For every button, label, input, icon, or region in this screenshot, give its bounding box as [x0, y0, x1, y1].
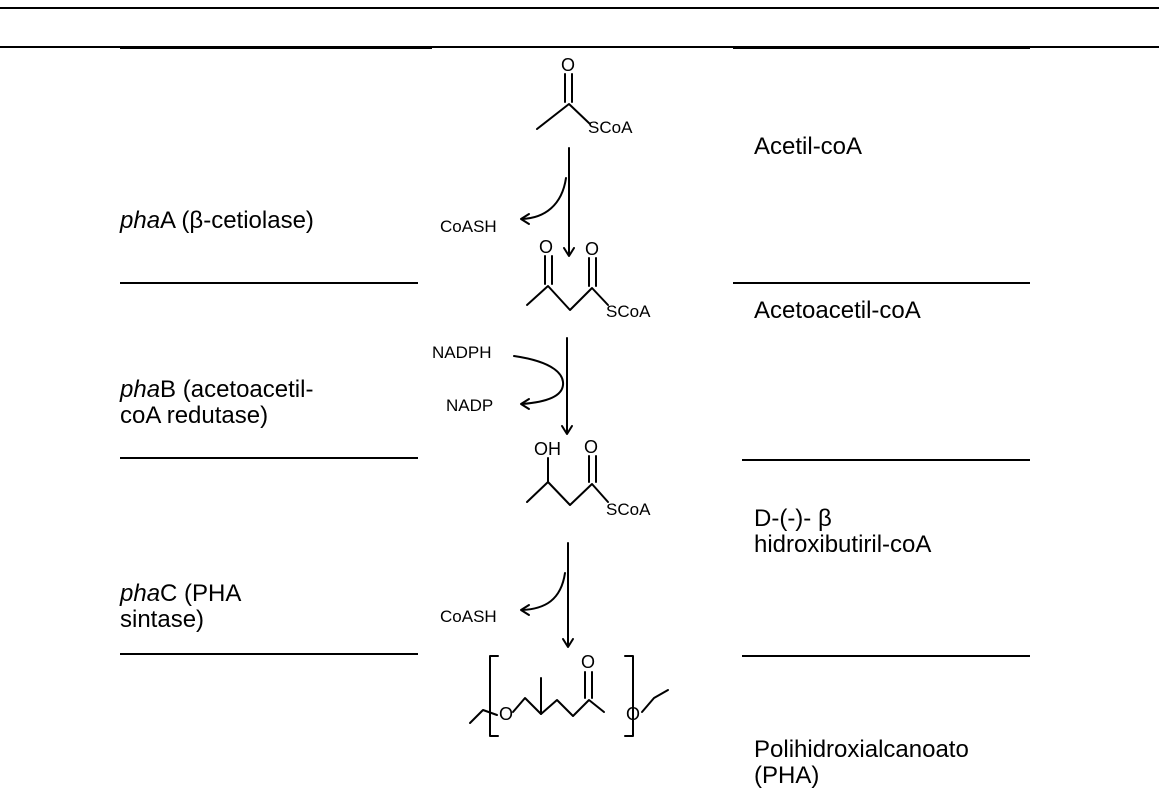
atom-o-1: O [561, 55, 575, 75]
arrow-2-head [561, 425, 573, 435]
atom-o-4: O [584, 437, 598, 457]
arrow-3-side-curve [521, 572, 566, 611]
atom-o-pha-carbonyl: O [581, 652, 595, 672]
compound-pha: Polihidroxialcanoato (PHA) [754, 736, 969, 789]
label-scoa-3: SCoA [606, 500, 651, 519]
atom-o-2: O [539, 237, 553, 257]
compound-acetil-coa: Acetil-coA [754, 133, 863, 160]
arrow-1-head [563, 247, 575, 257]
arrow-step-3: CoASH [440, 542, 574, 648]
structure-hidroxibutiril-coa: OH O SCoA [526, 437, 651, 519]
cofactor-nadp: NADP [446, 396, 493, 415]
enzyme-pha-c-gene: pha [120, 580, 161, 607]
atom-o-pha-left: O [499, 704, 513, 724]
enzyme-pha-c-label: C (PHA sintase) [120, 580, 242, 633]
bond-acetil-chain [536, 103, 591, 130]
arrow-1-side-curve [521, 177, 567, 220]
structure-acetoacetil-coa: O O SCoA [526, 237, 651, 321]
compound-hidroxibutiril-coa: D-(-)- β hidroxibutiril-coA [754, 505, 932, 558]
enzyme-pha-b-label: B (acetoacetil- coA redutase) [120, 376, 314, 429]
cofactor-coash-1: CoASH [440, 217, 497, 236]
bracket-left [489, 655, 499, 737]
enzyme-pha-b-gene: pha [120, 376, 161, 403]
arrow-2-side-head [520, 398, 530, 410]
compound-acetoacetil-coa: Acetoacetil-coA [754, 297, 921, 324]
bond-acetoacetil-chain [526, 285, 609, 311]
atom-o-pha-right: O [626, 704, 640, 724]
arrow-1-side-head [520, 213, 530, 225]
label-scoa-1: SCoA [588, 118, 633, 137]
label-scoa-2: SCoA [606, 302, 651, 321]
atom-oh: OH [534, 439, 561, 459]
cofactor-coash-2: CoASH [440, 607, 497, 626]
bond-pha-backbone [512, 697, 605, 717]
arrow-3-side-head [520, 604, 530, 616]
bracket-right [624, 655, 634, 737]
arrow-2-side-curve [513, 355, 565, 405]
cofactor-nadph: NADPH [432, 343, 492, 362]
arrow-step-1: CoASH [440, 147, 575, 257]
enzyme-pha-a-gene: pha [120, 207, 161, 234]
arrow-3-head [562, 638, 574, 648]
bond-pha-right-chain [641, 689, 669, 713]
arrow-step-2: NADPH NADP [432, 337, 573, 435]
bond-pha-left-chain [469, 709, 498, 724]
structure-acetil-coa: O SCoA [536, 55, 633, 137]
structure-pha: O O O [469, 652, 669, 737]
enzyme-pha-a-label: A (β-cetiolase) [160, 207, 314, 234]
enzyme-pha-c: phaC (PHA sintase) [120, 581, 241, 633]
enzyme-pha-a: phaA (β-cetiolase) [120, 208, 314, 234]
enzyme-pha-b: phaB (acetoacetil- coA redutase) [120, 377, 313, 429]
atom-o-3: O [585, 239, 599, 259]
bond-hidroxibutiril-chain [526, 481, 609, 506]
